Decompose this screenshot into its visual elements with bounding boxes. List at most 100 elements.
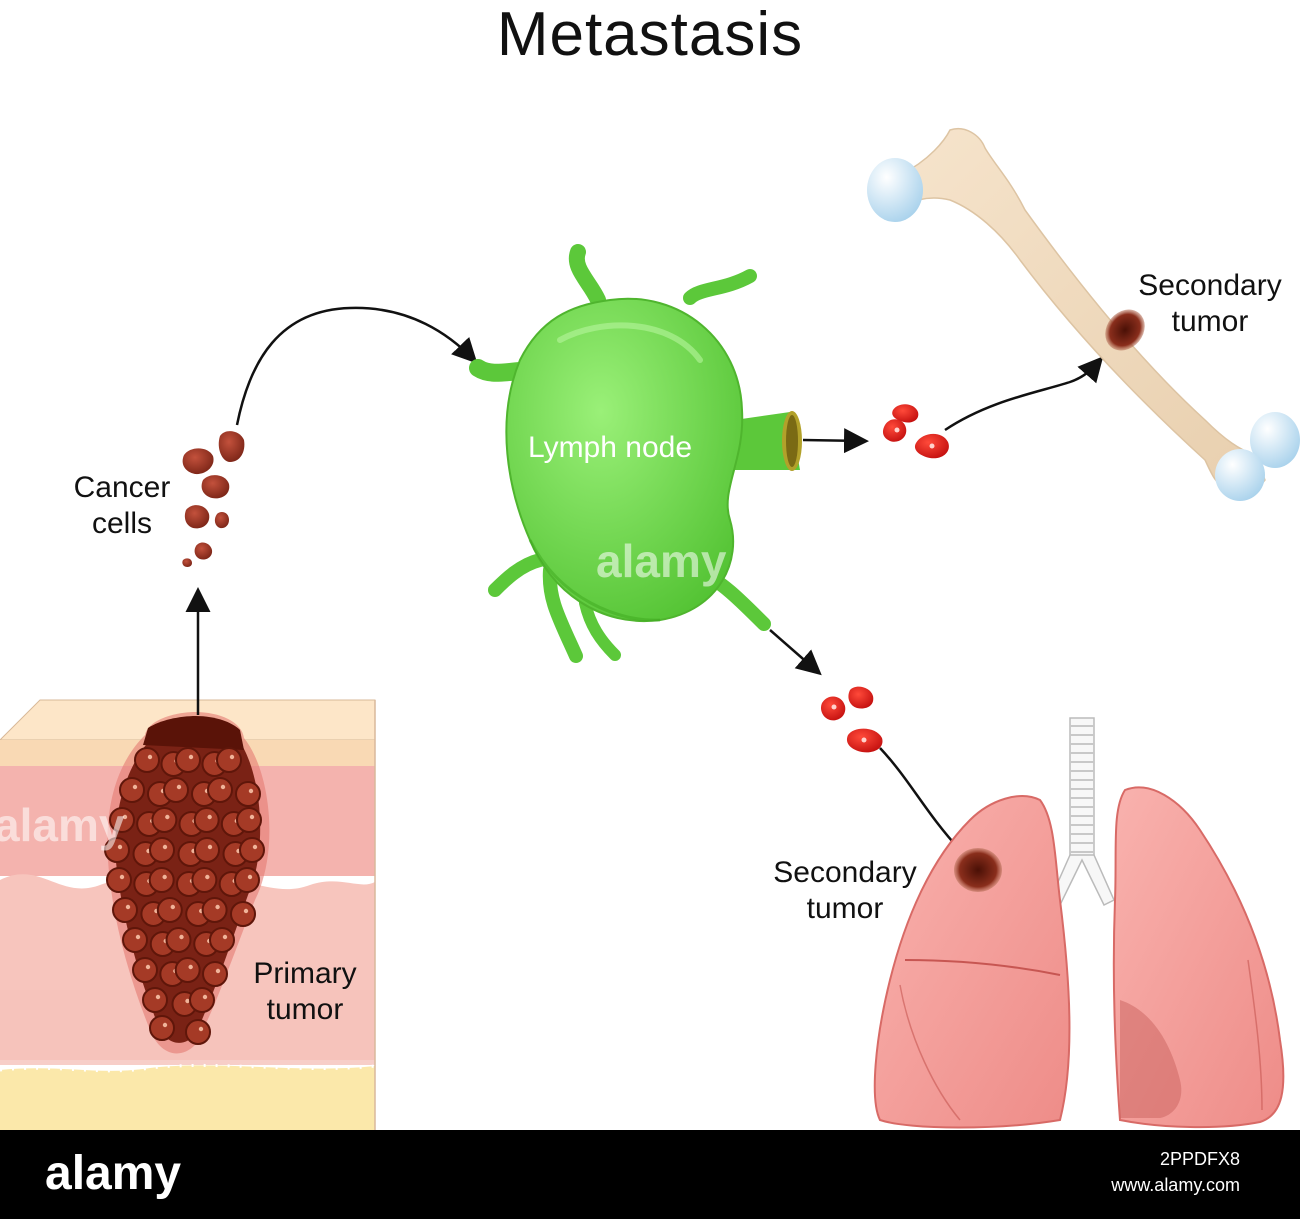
- lung-secondary-tumor: [954, 848, 1002, 892]
- tumor-cell: [230, 901, 256, 927]
- tumor-cell: [234, 867, 260, 893]
- watermark-left: alamy: [0, 799, 125, 851]
- primary-tumor-label: Primary tumor: [240, 956, 370, 1028]
- tumor-cell-nucleus: [185, 998, 190, 1004]
- tumor-cell-nucleus: [147, 754, 153, 760]
- tumor-cell-nucleus: [170, 904, 175, 910]
- arrow-cells-to-lymph: [235, 306, 478, 426]
- tumor-cell-nucleus: [135, 934, 141, 940]
- tumor-cell: [148, 867, 175, 893]
- tumor-cell-nucleus: [117, 844, 123, 850]
- tumor-cell: [191, 867, 218, 893]
- tumor-cell-nucleus: [119, 874, 125, 880]
- tumor-cell: [189, 987, 215, 1013]
- diagram-title: Metastasis: [496, 0, 804, 69]
- tumor-cell-nucleus: [165, 814, 170, 820]
- lung-secondary-tumor-label: Secondary tumor: [760, 855, 930, 927]
- tumor-cell: [163, 777, 189, 803]
- bone-label-line2: tumor: [1171, 305, 1249, 338]
- tumor-cell: [235, 781, 261, 807]
- tumor-cell-nucleus: [162, 1022, 168, 1028]
- footer-image-id: 2PPDFX8: [1159, 1149, 1240, 1169]
- footer-logo: alamy: [45, 1147, 182, 1200]
- tumor-cell-nucleus: [205, 874, 210, 880]
- tumor-cell: [104, 837, 130, 863]
- lungs: [873, 717, 1285, 1129]
- tumor-cell: [149, 837, 175, 863]
- cancer-cells-label-line1: Cancer: [73, 471, 171, 504]
- tumor-cell-nucleus: [252, 844, 258, 850]
- cancer-cells-label-line2: cells: [91, 507, 152, 540]
- lymph-node-label: Lymph node: [528, 431, 693, 464]
- tumor-cell: [134, 747, 160, 773]
- tumor-cell-nucleus: [145, 964, 151, 970]
- tumor-cell-nucleus: [122, 814, 128, 820]
- arrow-lymph-to-lung-cells: [769, 629, 822, 676]
- tumor-cell-nucleus: [249, 814, 255, 820]
- tumor-cell-nucleus: [179, 934, 184, 940]
- tumor-cell-nucleus: [188, 754, 194, 760]
- bone-label-line1: Secondary: [1138, 269, 1282, 302]
- tumor-cell: [165, 927, 192, 953]
- tumor-cell: [142, 987, 168, 1013]
- tumor-cell-nucleus: [207, 844, 213, 850]
- tumor-cell: [151, 807, 178, 833]
- tumor-cell-nucleus: [198, 1026, 204, 1032]
- spread-cells-lung: [820, 686, 883, 753]
- tumor-cell-nucleus: [243, 908, 249, 914]
- bone-secondary-tumor: [1105, 309, 1145, 351]
- tumor-cell: [106, 867, 132, 893]
- tumor-cell: [194, 837, 220, 863]
- tumor-cell: [149, 1015, 175, 1041]
- tumor-cell-nucleus: [247, 874, 253, 880]
- bone: [867, 128, 1300, 501]
- tumor-cell-nucleus: [220, 784, 226, 790]
- primary-label-line1: Primary: [253, 957, 357, 990]
- tumor-cell: [175, 747, 201, 773]
- footer-bar: alamy 2PPDFX8 www.alamy.com: [0, 1130, 1300, 1219]
- tumor-cell: [209, 927, 235, 953]
- tumor-cell-nucleus: [202, 994, 208, 1000]
- tumor-cell-nucleus: [132, 784, 138, 790]
- tumor-cell-nucleus: [215, 904, 220, 910]
- tumor-cell-nucleus: [229, 754, 235, 760]
- bone-secondary-tumor-label: Secondary tumor: [1120, 268, 1300, 340]
- tumor-cell: [239, 837, 265, 863]
- tumor-cell: [156, 897, 183, 923]
- arrow-lymph-to-bone-cells: [802, 428, 869, 454]
- tumor-cell-nucleus: [162, 844, 168, 850]
- footer-site: www.alamy.com: [1111, 1175, 1240, 1195]
- cancer-cells-label: Cancer cells: [52, 470, 192, 542]
- tumor-cell: [236, 807, 262, 833]
- tumor-cell: [201, 897, 228, 923]
- footer-info: 2PPDFX8 www.alamy.com: [1111, 1146, 1240, 1198]
- tumor-cell-nucleus: [207, 814, 212, 820]
- tumor-cell: [122, 927, 148, 953]
- tumor-cells: [104, 747, 265, 1045]
- lymph-node: [469, 244, 802, 663]
- tumor-cell: [185, 1019, 211, 1045]
- tumor-cell-nucleus: [188, 964, 193, 970]
- tumor-cell: [216, 747, 242, 773]
- arrow-to-bone: [944, 356, 1104, 432]
- lung-label-line1: Secondary: [773, 856, 917, 889]
- watermark-center: alamy: [596, 535, 727, 587]
- tumor-cell-nucleus: [215, 968, 221, 974]
- spread-cells-bone: [882, 404, 949, 459]
- tumor-cell: [109, 807, 135, 833]
- primary-label-line2: tumor: [266, 993, 344, 1026]
- tumor-cell: [207, 777, 233, 803]
- tumor-cell-nucleus: [162, 874, 167, 880]
- tumor-cell: [193, 807, 220, 833]
- tumor-cell-nucleus: [155, 994, 161, 1000]
- tumor-cell: [132, 957, 158, 983]
- tumor-cell-nucleus: [176, 784, 182, 790]
- tumor-cell-nucleus: [125, 904, 131, 910]
- cancer-cells-cluster: [182, 431, 245, 567]
- tumor-cell: [174, 957, 201, 983]
- tumor-cell: [119, 777, 145, 803]
- tumor-cell-nucleus: [222, 934, 228, 940]
- tumor-cell-nucleus: [248, 788, 254, 794]
